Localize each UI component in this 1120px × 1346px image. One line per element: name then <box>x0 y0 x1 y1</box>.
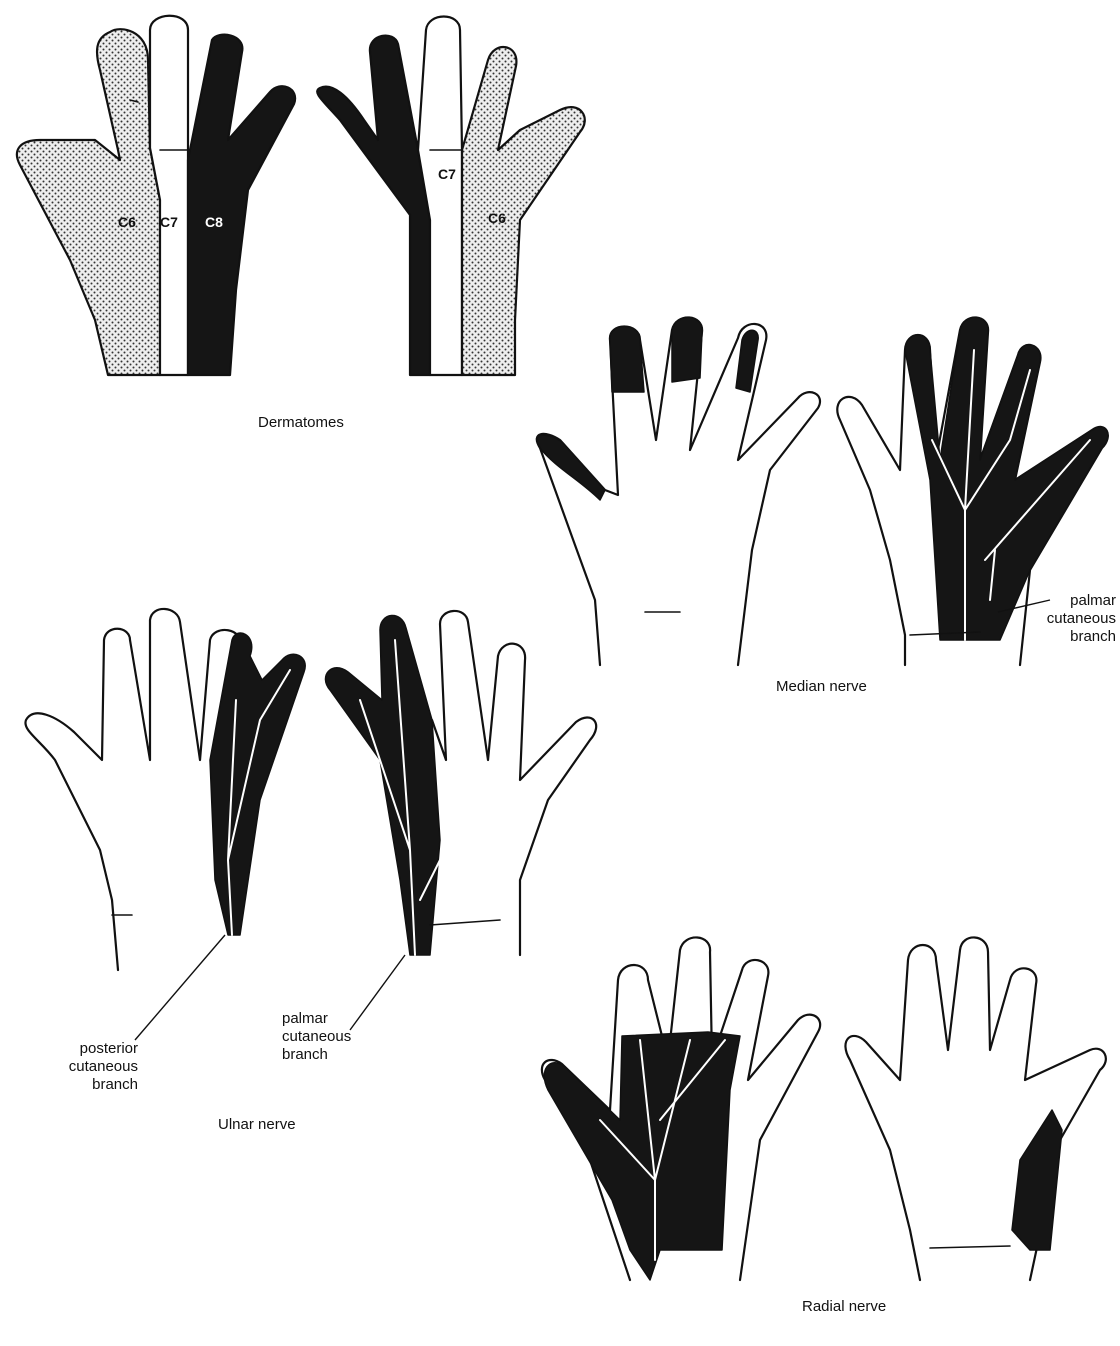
median-dorsal-shade-middle <box>672 317 702 382</box>
dermatome-c8-region-left <box>188 35 295 375</box>
median-nerve-title: Median nerve <box>776 678 867 696</box>
ulnar-palmar-shade-region <box>325 615 440 955</box>
radial-dorsal-hand <box>542 937 820 1280</box>
median-dorsal-shade-index <box>610 327 644 393</box>
segment-label-c7-right: C7 <box>438 166 456 182</box>
ulnar-dorsal-outline <box>25 609 240 970</box>
dermatome-left-hand <box>17 16 295 375</box>
segment-label-c7-left: C7 <box>160 214 178 230</box>
median-palmar-cutaneous-branch-label: palmar cutaneous branch <box>1030 592 1116 646</box>
segment-label-c6-right: C6 <box>488 210 506 226</box>
segment-label-c8-left: C8 <box>205 214 223 230</box>
ulnar-palmar-hand <box>325 611 596 1030</box>
ulnar-dorsal-shade-region <box>210 633 305 935</box>
median-dorsal-hand <box>537 317 820 665</box>
ulnar-palmar-cutaneous-branch-label: palmar cutaneous branch <box>282 1010 372 1064</box>
ulnar-nerve-title: Ulnar nerve <box>218 1116 296 1134</box>
radial-palmar-hand <box>845 937 1105 1280</box>
dermatome-c6-region-right <box>462 47 585 375</box>
radial-palmar-outline <box>845 937 1105 1280</box>
dermatomes-title: Dermatomes <box>258 414 344 432</box>
ulnar-posterior-cutaneous-branch-label: posterior cutaneous branch <box>54 1040 138 1094</box>
ulnar-palmar-outline <box>432 611 596 955</box>
dermatome-c6-region-left <box>17 29 160 375</box>
dermatome-c8-region-right <box>317 36 430 375</box>
segment-label-c8-right: C8 <box>372 210 390 226</box>
dermatome-right-hand <box>317 17 585 376</box>
ulnar-dorsal-hand <box>25 609 305 1040</box>
radial-nerve-title: Radial nerve <box>802 1298 886 1316</box>
segment-label-c6-left: C6 <box>118 214 136 230</box>
